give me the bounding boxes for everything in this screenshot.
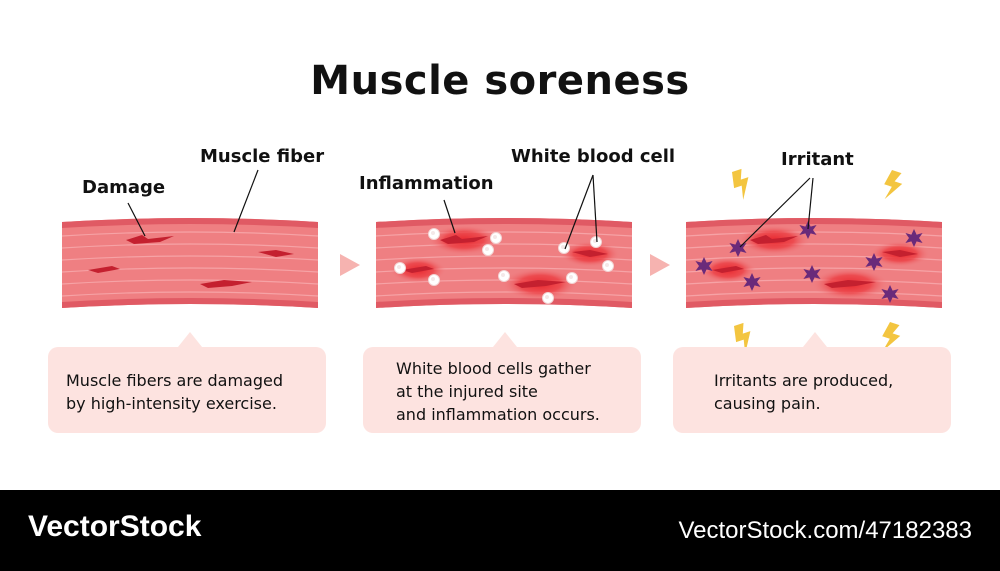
label-muscle-fiber: Muscle fiber xyxy=(200,146,325,167)
caption-text-1: Muscle fibers are damaged by high-intens… xyxy=(66,371,283,413)
label-irritant: Irritant xyxy=(781,149,854,170)
label-damage: Damage xyxy=(82,177,166,198)
caption-box-3 xyxy=(673,332,951,433)
caption-box-1 xyxy=(48,332,326,433)
muscle-soreness-illustration xyxy=(48,167,951,433)
footer-image-id: VectorStock.com/47182383 xyxy=(678,517,972,544)
footer-bar: VectorStock VectorStock.com/47182383 xyxy=(0,490,1000,571)
muscle-fiber-3 xyxy=(685,218,943,308)
label-white-blood-cell: White blood cell xyxy=(511,146,676,167)
caption-text-2: White blood cells gather at the injured … xyxy=(396,359,600,424)
caption-box-2 xyxy=(363,332,641,433)
muscle-fiber-1 xyxy=(61,218,319,308)
caption-text-3: Irritants are produced, causing pain. xyxy=(714,371,894,413)
arrow-right-2 xyxy=(650,254,670,276)
muscle-fiber-2 xyxy=(375,218,633,308)
arrow-right-1 xyxy=(340,254,360,276)
label-inflammation: Inflammation xyxy=(359,173,494,194)
footer-brand: VectorStock xyxy=(28,510,202,543)
page-title: Muscle soreness xyxy=(310,58,690,104)
